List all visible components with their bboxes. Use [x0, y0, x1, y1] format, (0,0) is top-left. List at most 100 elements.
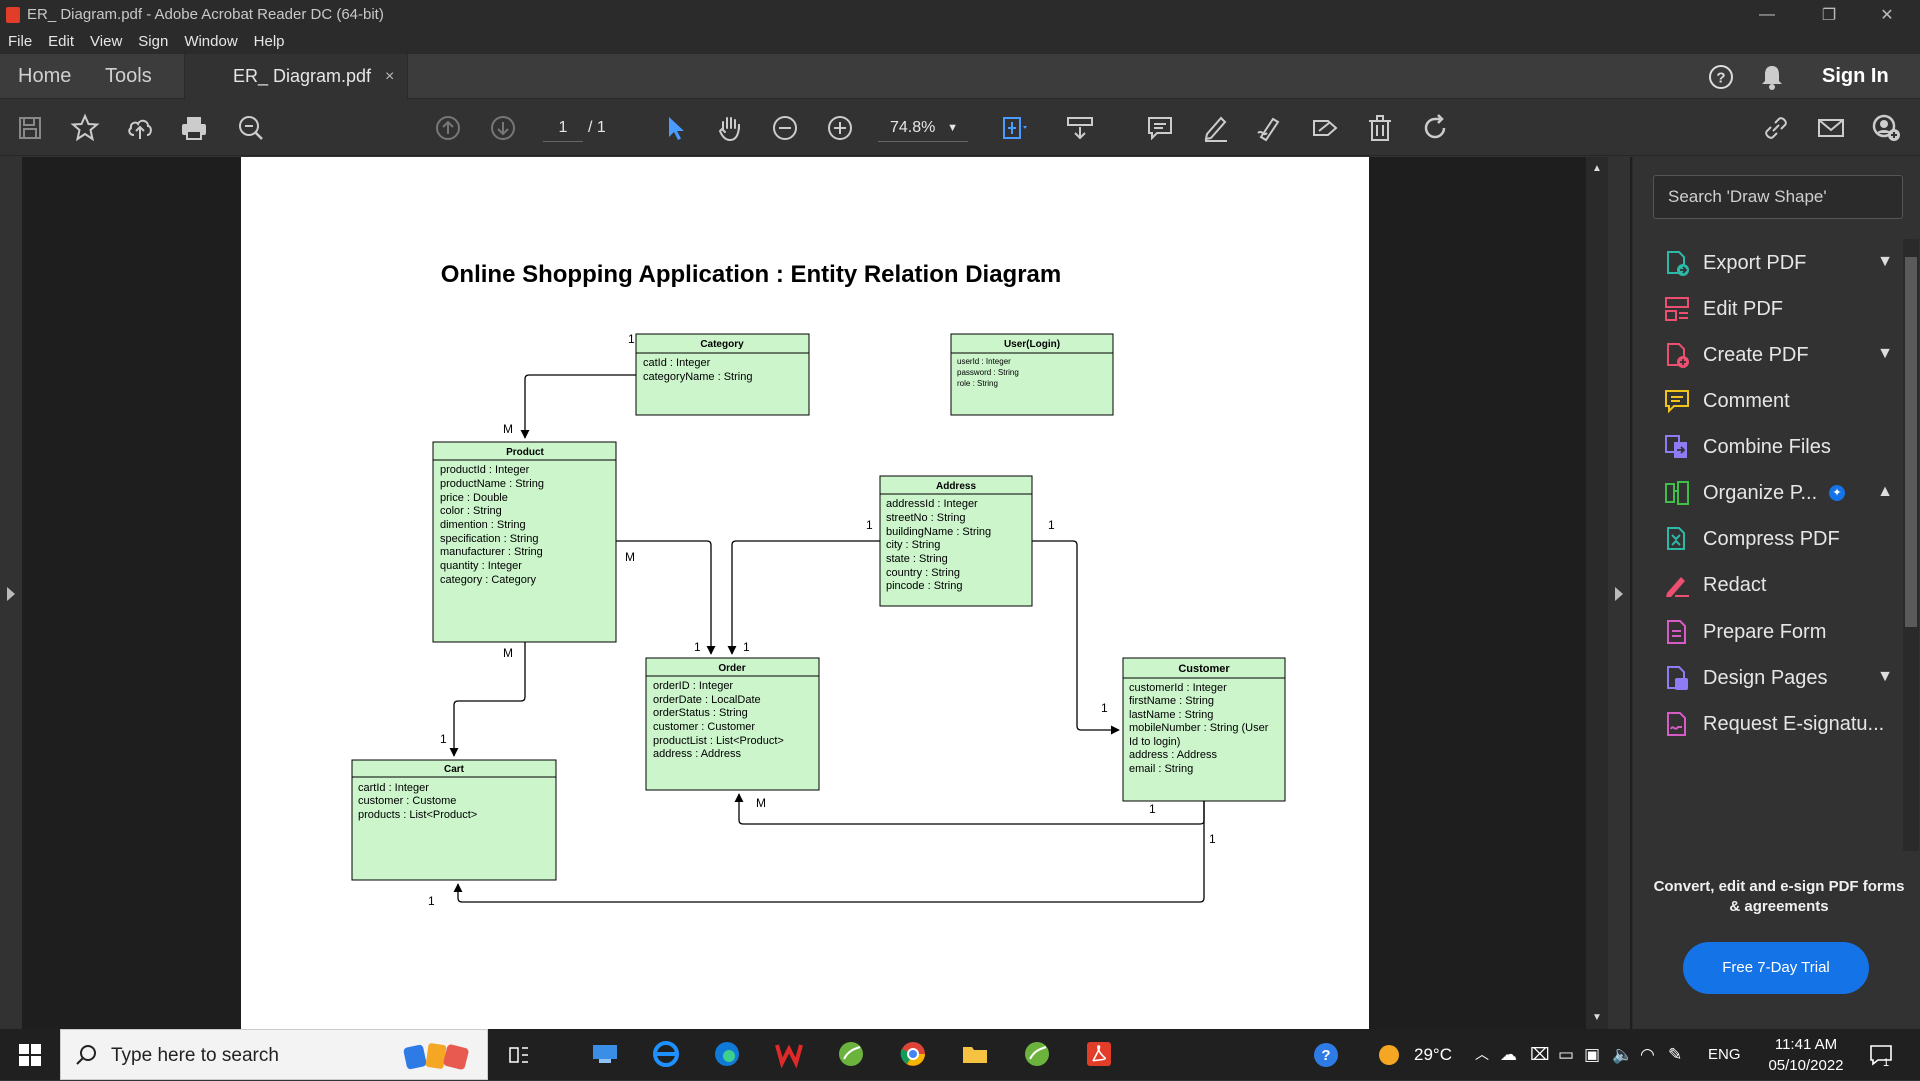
close-window-button[interactable]: ✕ [1880, 6, 1894, 24]
expand-left-panel-icon[interactable] [5, 585, 17, 603]
help-tips-icon[interactable]: ? [1312, 1041, 1340, 1069]
page-number-input[interactable]: 1 [543, 114, 583, 142]
tool-edit-pdf[interactable]: Edit PDF [1663, 291, 1893, 327]
comment-icon[interactable] [1142, 110, 1178, 146]
scroll-mode-icon[interactable] [1062, 110, 1098, 146]
weather-temperature[interactable]: 29°C [1414, 1045, 1452, 1064]
rotate-icon[interactable] [1417, 110, 1453, 146]
zoom-level-select[interactable]: 74.8% ▼ [878, 114, 968, 142]
previous-page-icon[interactable] [430, 110, 466, 146]
device-icon[interactable]: ⌧ [1530, 1045, 1550, 1064]
tool-comment[interactable]: Comment [1663, 383, 1893, 419]
scroll-down-icon[interactable]: ▼ [1592, 1012, 1602, 1023]
fill-sign-icon[interactable] [1252, 110, 1288, 146]
tool-design-pages[interactable]: Design Pages ▼ [1663, 660, 1893, 696]
file-explorer-icon[interactable] [960, 1039, 990, 1069]
zoom-in-icon[interactable] [822, 110, 858, 146]
add-user-icon[interactable] [1868, 110, 1904, 146]
tool-redact[interactable]: Redact [1663, 567, 1893, 603]
document-scrollbar[interactable]: ▲ ▼ [1586, 157, 1608, 1029]
windows-start-icon[interactable] [19, 1044, 41, 1066]
wps-office-icon[interactable] [774, 1039, 804, 1069]
battery-icon[interactable]: ▭ [1558, 1045, 1575, 1064]
menu-sign[interactable]: Sign [138, 33, 169, 50]
save-icon[interactable] [12, 110, 48, 146]
zoom-out-icon[interactable] [767, 110, 803, 146]
fit-page-icon[interactable] [996, 110, 1032, 146]
bell-icon[interactable] [1759, 63, 1785, 91]
menu-view[interactable]: View [90, 33, 123, 50]
sign-in-button[interactable]: Sign In [1822, 65, 1889, 87]
cardinality-label: 1 [1209, 832, 1216, 846]
chevron-down-icon[interactable]: ▼ [1877, 668, 1893, 685]
show-hidden-icons-icon[interactable]: ︿ [1475, 1046, 1489, 1062]
tools-panel-scrollbar[interactable] [1903, 239, 1919, 851]
menu-file[interactable]: File [8, 33, 33, 50]
chevron-down-icon[interactable]: ▼ [1877, 253, 1893, 270]
tool-export-pdf[interactable]: Export PDF ▼ [1663, 245, 1893, 281]
menu-window[interactable]: Window [184, 33, 238, 50]
edge-icon[interactable] [712, 1039, 742, 1069]
tab-home[interactable]: Home [18, 65, 72, 87]
entity-field: firstName : String [1129, 695, 1214, 707]
tool-prepare-form[interactable]: Prepare Form [1663, 614, 1893, 650]
share-link-icon[interactable] [1758, 110, 1794, 146]
entity-field: orderDate : LocalDate [653, 694, 761, 706]
scroll-up-icon[interactable]: ▲ [1592, 163, 1602, 174]
acrobat-taskbar-icon[interactable] [1084, 1039, 1114, 1069]
entity-field: state : String [886, 553, 948, 565]
tool-create-pdf[interactable]: Create PDF ▼ [1663, 337, 1893, 373]
taskbar-search-box[interactable]: Type here to search [60, 1029, 488, 1080]
weather-sun-icon[interactable] [1378, 1044, 1400, 1066]
next-page-icon[interactable] [485, 110, 521, 146]
tool-label: Export PDF [1703, 251, 1807, 274]
pen-icon[interactable]: ✎ [1668, 1045, 1683, 1064]
highlight-pen-icon[interactable] [1197, 110, 1233, 146]
delete-icon[interactable] [1362, 110, 1398, 146]
tool-organize-pages[interactable]: Organize P... ✦ ▲ [1663, 475, 1893, 511]
zoom-search-icon[interactable] [233, 110, 269, 146]
redact-icon [1666, 577, 1689, 597]
collapse-right-panel-icon[interactable] [1613, 585, 1625, 603]
help-icon[interactable]: ? [1707, 63, 1735, 91]
cloud-upload-icon[interactable] [122, 110, 158, 146]
input-language[interactable]: ENG [1708, 1046, 1741, 1063]
close-tab-button[interactable]: × [385, 68, 395, 85]
scroll-thumb[interactable] [1905, 257, 1917, 627]
network-app-icon[interactable] [590, 1039, 620, 1069]
system-clock[interactable]: 11:41 AM 05/10/2022 [1762, 1034, 1850, 1076]
spring-tool-icon-2[interactable] [1022, 1039, 1052, 1069]
cardinality-label: M [503, 646, 513, 660]
chevron-up-icon[interactable]: ▲ [1877, 483, 1893, 500]
select-cursor-icon[interactable] [657, 110, 693, 146]
internet-explorer-icon[interactable] [651, 1039, 681, 1069]
chevron-down-icon: ▼ [947, 122, 958, 134]
hand-tool-icon[interactable] [712, 110, 748, 146]
tab-document[interactable]: ER_ Diagram.pdf × [184, 54, 408, 100]
tools-search-input[interactable]: Search 'Draw Shape' [1653, 175, 1903, 219]
tool-compress-pdf[interactable]: Compress PDF [1663, 521, 1893, 557]
display-icon[interactable]: ▣ [1584, 1045, 1601, 1064]
menu-help[interactable]: Help [253, 33, 285, 50]
wifi-icon[interactable]: ◠ [1640, 1045, 1655, 1064]
tool-combine-files[interactable]: Combine Files [1663, 429, 1893, 465]
email-icon[interactable] [1813, 110, 1849, 146]
chrome-icon[interactable] [898, 1039, 928, 1069]
free-trial-button[interactable]: Free 7-Day Trial [1683, 942, 1869, 994]
tab-tools[interactable]: Tools [105, 65, 152, 87]
restore-button[interactable]: ❐ [1821, 6, 1837, 24]
tool-request-esignature[interactable]: Request E-signatu... [1663, 706, 1893, 742]
spring-tool-icon[interactable] [836, 1039, 866, 1069]
right-panel-toggle[interactable] [1608, 157, 1630, 1029]
task-view-icon[interactable] [508, 1044, 530, 1066]
minimize-button[interactable]: — [1759, 5, 1775, 23]
notification-center-icon[interactable] [1868, 1042, 1894, 1068]
print-icon[interactable] [176, 110, 212, 146]
chevron-down-icon[interactable]: ▼ [1877, 345, 1893, 362]
volume-icon[interactable]: 🔈 [1612, 1045, 1634, 1064]
send-sign-icon[interactable] [1307, 110, 1343, 146]
star-icon[interactable] [67, 110, 103, 146]
entity-field: price : Double [440, 492, 508, 504]
menu-edit[interactable]: Edit [48, 33, 75, 50]
onedrive-icon[interactable]: ☁ [1500, 1045, 1517, 1064]
